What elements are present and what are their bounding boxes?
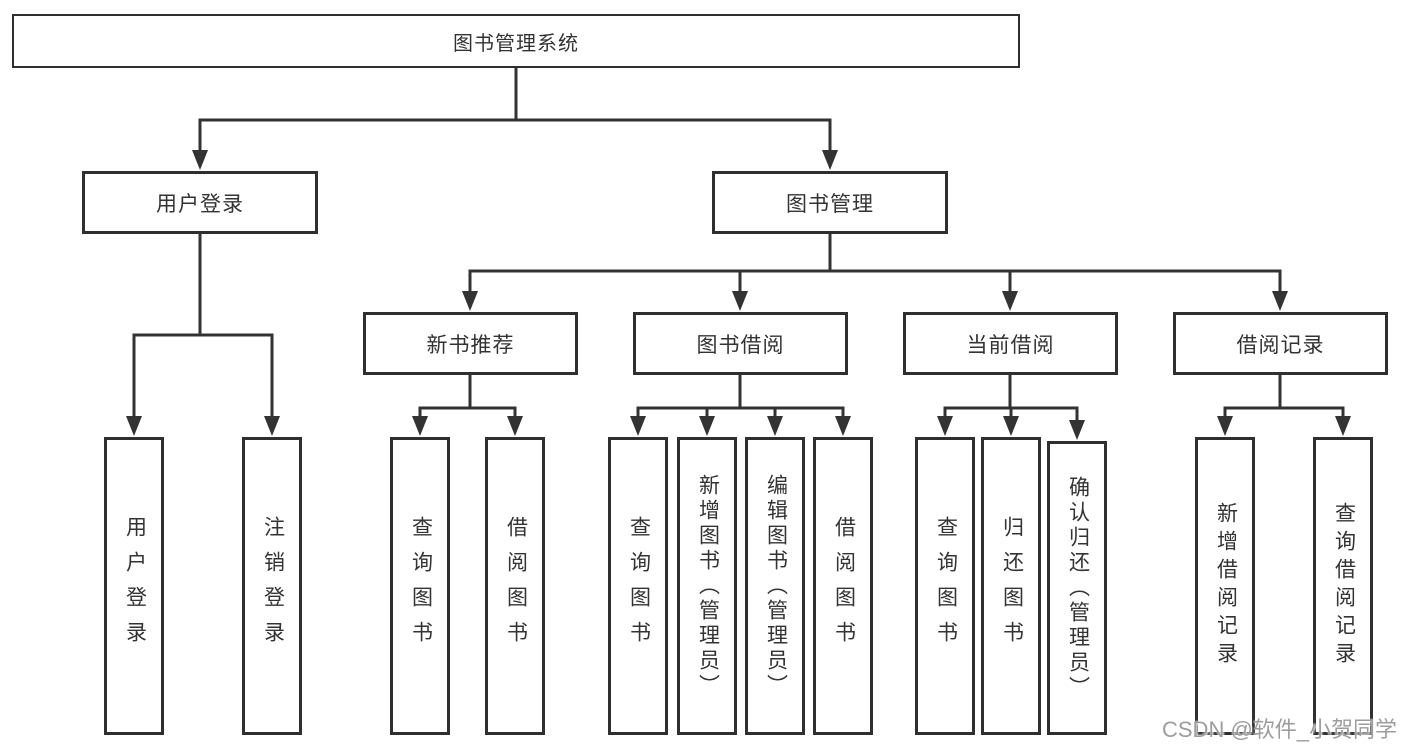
leaf-label: 编辑图书（管理员）	[764, 473, 788, 699]
leaf-user-login: 用户登录	[104, 437, 164, 735]
leaf-label: 借阅图书	[832, 516, 856, 656]
leaf-label: 查询借阅记录	[1332, 502, 1356, 670]
leaf-label: 新增图书（管理员）	[696, 473, 720, 699]
leaf-borrow-books: 借阅图书	[813, 437, 873, 735]
leaf-logout: 注销登录	[242, 437, 302, 735]
leaf-query-borrow-record: 查询借阅记录	[1313, 437, 1373, 735]
node-user-login: 用户登录	[82, 171, 318, 234]
leaf-borrow-books: 借阅图书	[485, 437, 545, 735]
leaf-label: 新增借阅记录	[1214, 502, 1238, 670]
leaf-label: 用户登录	[123, 516, 147, 656]
node-label: 图书管理	[786, 192, 874, 216]
node-label: 图书管理系统	[453, 32, 579, 55]
arrowheads	[126, 150, 1351, 440]
leaf-add-borrow-record: 新增借阅记录	[1195, 437, 1255, 735]
node-label: 用户登录	[156, 192, 244, 216]
node-current-borrowing: 当前借阅	[903, 312, 1118, 375]
node-book-management: 图书管理	[712, 171, 948, 234]
leaf-query-books: 查询图书	[390, 437, 450, 735]
node-borrowing-records: 借阅记录	[1173, 312, 1388, 375]
node-library-management-system: 图书管理系统	[12, 14, 1020, 68]
leaf-edit-book-admin: 编辑图书（管理员）	[745, 437, 805, 735]
csdn-watermark: CSDN @软件_小贺同学	[1162, 717, 1398, 742]
leaf-label: 确认归还（管理员）	[1066, 475, 1090, 701]
node-label: 新书推荐	[426, 333, 515, 357]
node-book-borrowing: 图书借阅	[633, 312, 848, 375]
leaf-label: 借阅图书	[504, 516, 528, 656]
leaf-label: 查询图书	[934, 516, 958, 656]
leaf-label: 查询图书	[627, 516, 651, 656]
leaf-query-books: 查询图书	[608, 437, 668, 735]
leaf-label: 注销登录	[261, 516, 285, 656]
node-new-book-recommendation: 新书推荐	[363, 312, 578, 375]
leaf-label: 归还图书	[1000, 516, 1024, 656]
node-label: 图书借阅	[696, 333, 785, 357]
tree-connector-lines	[132, 65, 1345, 423]
node-label: 当前借阅	[966, 333, 1055, 357]
leaf-label: 查询图书	[409, 516, 433, 656]
leaf-add-book-admin: 新增图书（管理员）	[677, 437, 737, 735]
leaf-return-book: 归还图书	[981, 437, 1041, 735]
leaf-query-books: 查询图书	[915, 437, 975, 735]
node-label: 借阅记录	[1236, 333, 1325, 357]
leaf-confirm-return-admin: 确认归还（管理员）	[1047, 441, 1107, 735]
